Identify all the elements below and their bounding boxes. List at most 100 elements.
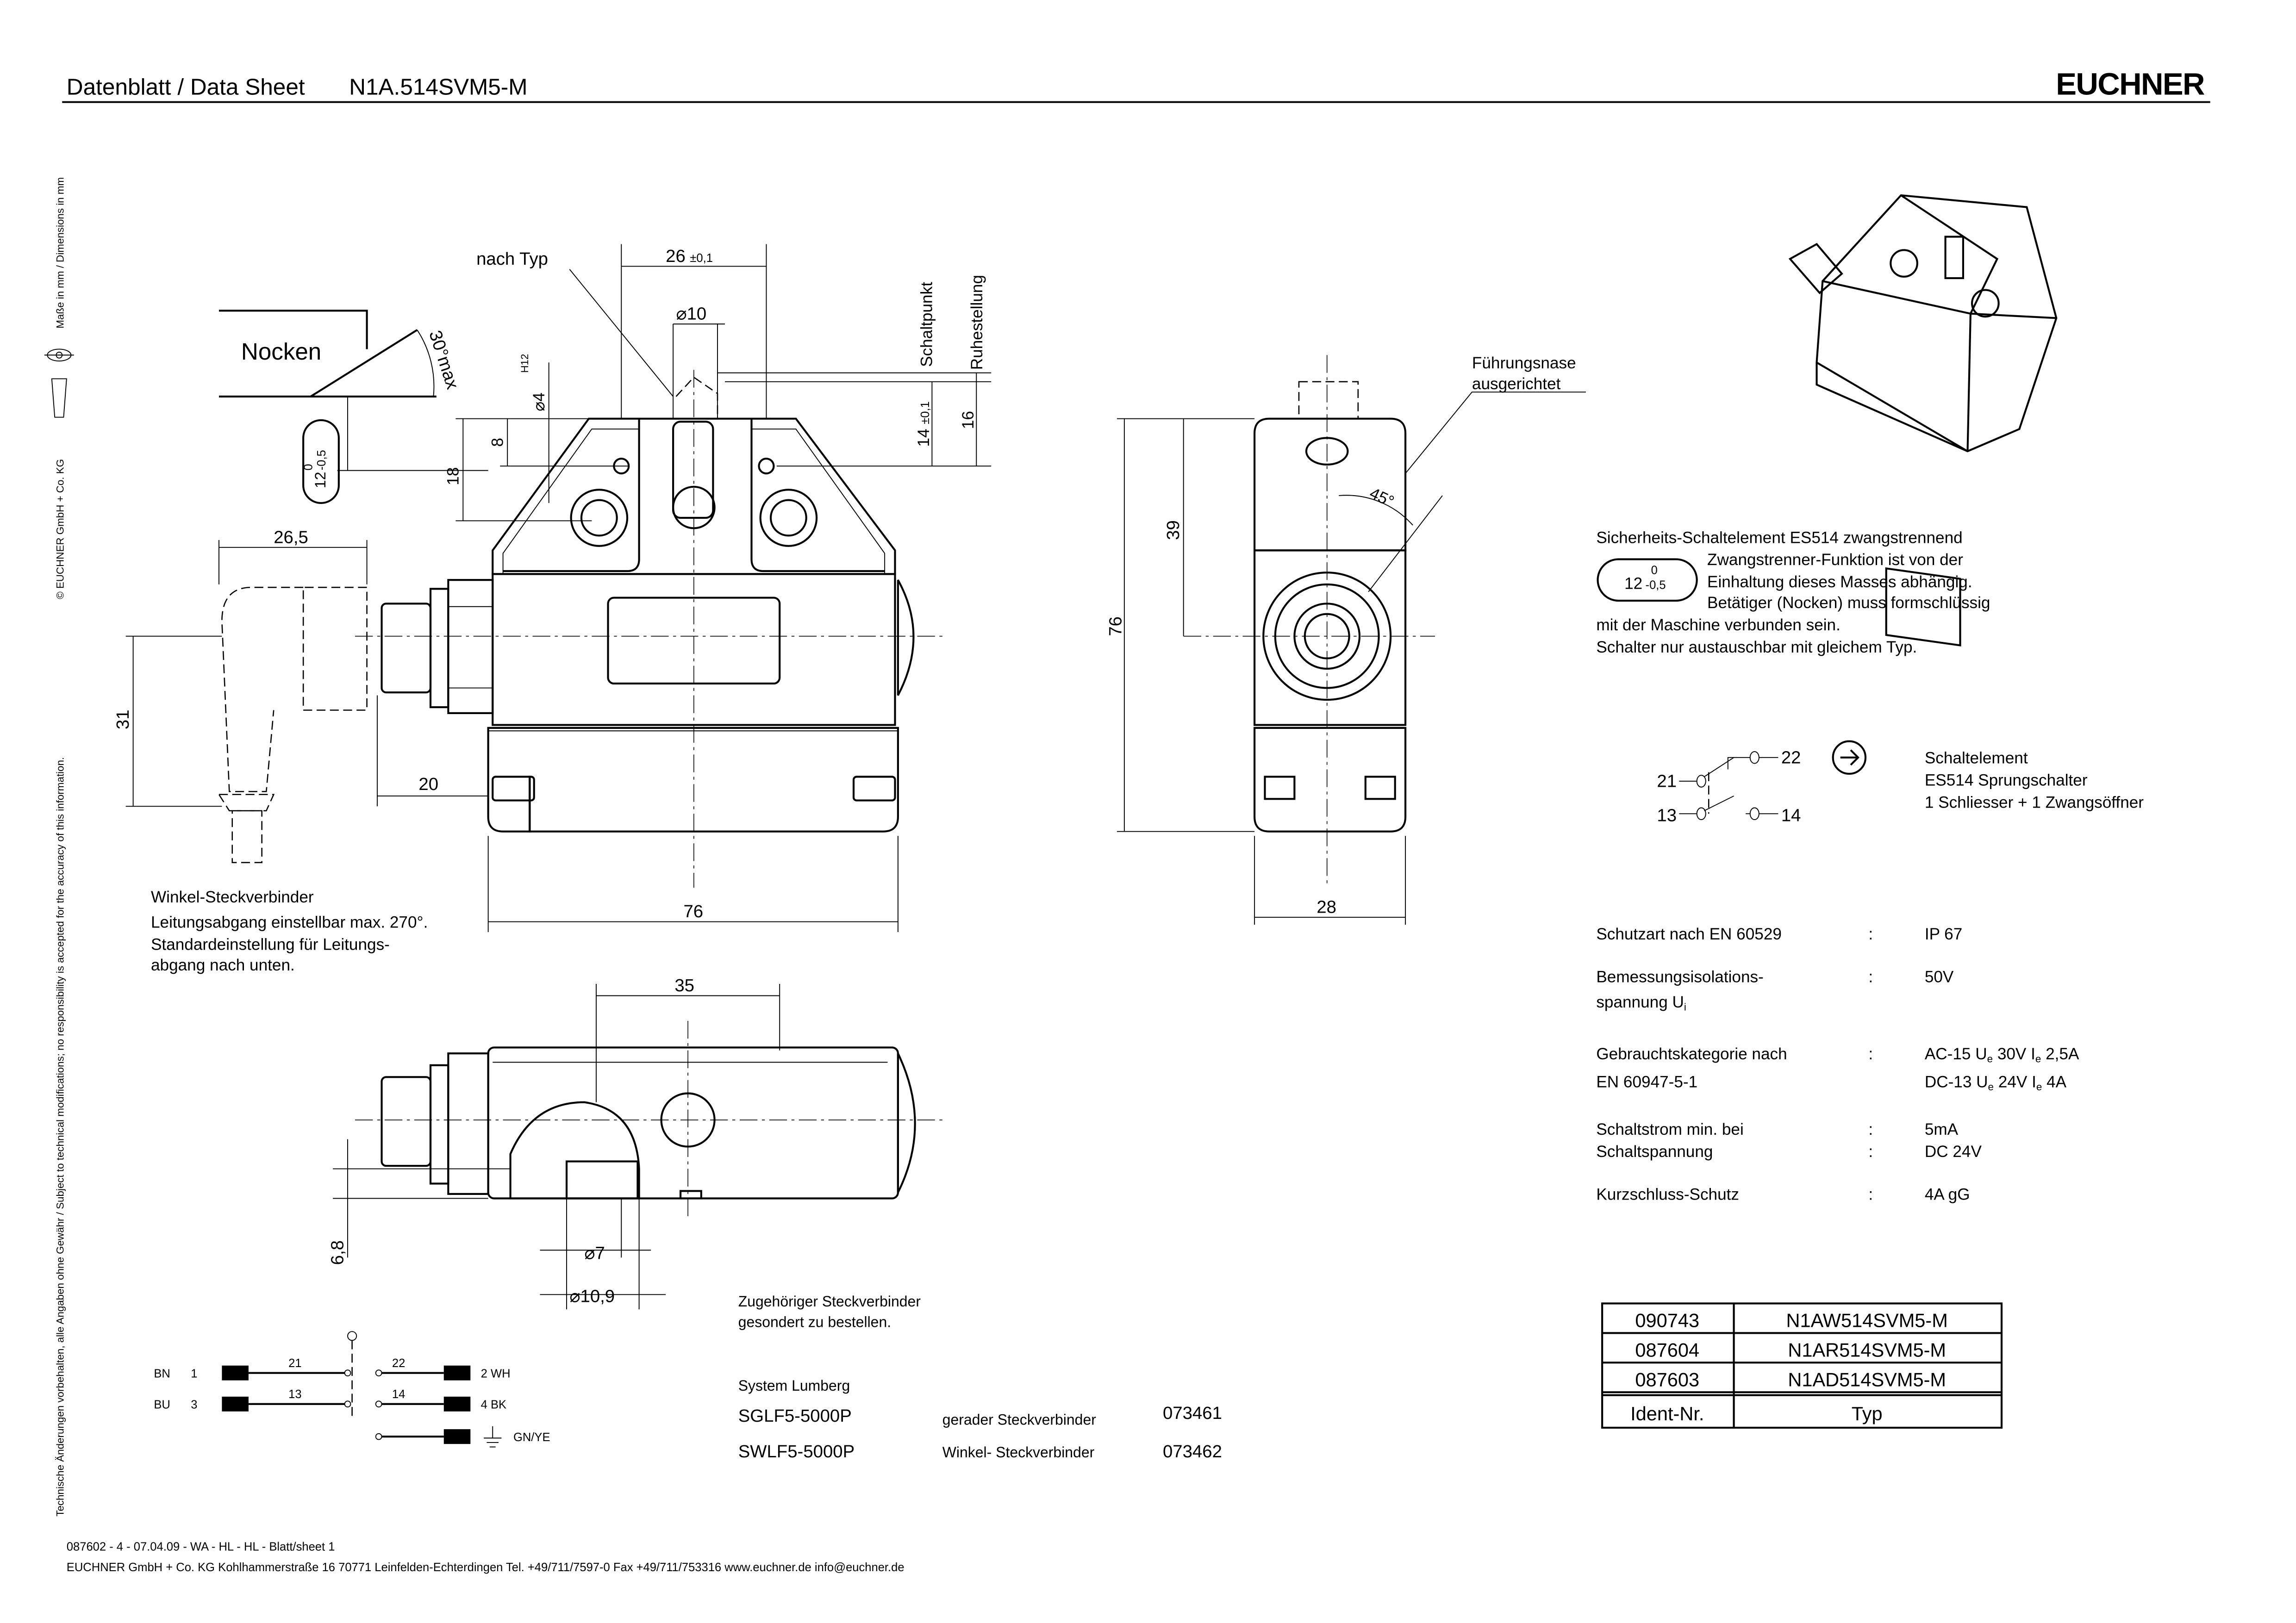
badge-value: 12 xyxy=(1624,574,1642,592)
spec-value-part: 4A xyxy=(2042,1073,2066,1091)
wiring-diagram-part xyxy=(443,1365,471,1380)
m12-connector-part xyxy=(447,579,494,714)
footer-address: EUCHNER GmbH + Co. KG Kohlhammerstraße 1… xyxy=(67,1561,905,1574)
front-view-part xyxy=(570,489,629,547)
product-3d-view-part xyxy=(1944,236,1965,280)
m12-connector-part xyxy=(381,603,432,694)
spec-label: EN 60947-5-1 xyxy=(1596,1073,1697,1091)
product-3d-view-part xyxy=(1822,280,2057,319)
header: Datenblatt / Data Sheet N1A.514SVM5-M EU… xyxy=(62,67,2210,103)
front-view-part xyxy=(492,776,535,802)
dim-d4-tol: H12 xyxy=(519,354,530,373)
copyright-text: © EUCHNER GmbH + Co. KG xyxy=(54,459,66,599)
wire-term: 13 xyxy=(288,1388,301,1401)
safety-title: Sicherheits-Schaltelement ES514 zwangstr… xyxy=(1596,529,1962,547)
cam-detail-part xyxy=(218,310,368,349)
spec-value: IP 67 xyxy=(1925,925,1962,943)
side-note: Technische Änderungen vorbehalten, alle … xyxy=(44,177,74,1517)
spec-label: Gebrauchtskategorie nach xyxy=(1596,1045,1787,1063)
terminal-14: 14 xyxy=(1781,805,1801,825)
front-view-part xyxy=(487,727,899,833)
spec-value: 4A gG xyxy=(1925,1186,1970,1204)
wiring-diagram: BN 1 BU 3 21 13 22 14 2 WH 4 BK GN/YE xyxy=(154,1331,550,1448)
typ-cell: N1AR514SVM5-M xyxy=(1788,1339,1946,1361)
bottom-view-part xyxy=(381,1076,432,1167)
safety-note-part: 12-0,5 xyxy=(1624,574,1666,592)
wire-term: 22 xyxy=(392,1357,405,1370)
spec-value: DC 24V xyxy=(1925,1143,1982,1161)
dim-76-front: 76 xyxy=(683,902,703,921)
terminal-22: 22 xyxy=(1781,748,1801,768)
spec-value: 5mA xyxy=(1925,1120,1959,1138)
front-view-part xyxy=(569,269,674,397)
spec-colon: : xyxy=(1868,1186,1873,1204)
safety-line: Schalter nur austauschbar mit gleichem T… xyxy=(1596,638,1917,656)
ground-icon xyxy=(484,1426,502,1448)
safety-line: Betätiger (Nocken) muss formschlüssig xyxy=(1707,594,1990,612)
safety-line: Zwangstrenner-Funktion ist von der xyxy=(1707,551,1963,569)
spec-value-part: 30V I xyxy=(1993,1045,2035,1063)
front-view-part: 14±0,1 xyxy=(915,401,933,447)
slot-tol: -0,5 xyxy=(315,450,328,470)
wire-pin: 1 xyxy=(191,1367,197,1380)
ident-table-part xyxy=(1601,1302,2003,1429)
front-view-part xyxy=(852,776,896,802)
wiring-diagram-part xyxy=(443,1429,471,1444)
terminal-21: 21 xyxy=(1657,771,1677,791)
wire-pin: 3 xyxy=(191,1398,197,1411)
spec-value-part: e xyxy=(2035,1053,2041,1064)
product-3d-view-part xyxy=(1816,194,2058,453)
bottom-view-part xyxy=(680,1190,702,1200)
dim-26-tol: ±0,1 xyxy=(690,252,713,265)
bottom-view-part xyxy=(447,1052,489,1195)
spec-value-part: e xyxy=(1988,1081,1994,1093)
angled-connector-outline-part xyxy=(221,586,304,792)
dim-d4: ⌀4 xyxy=(530,392,548,411)
dim-d10-9: ⌀10,9 xyxy=(569,1286,615,1306)
wire-term: 21 xyxy=(288,1357,301,1370)
dim-8: 8 xyxy=(489,438,507,447)
connector-note: Winkel-Steckverbinder Leitungsabgang ein… xyxy=(151,888,428,974)
rear-knob xyxy=(897,579,915,696)
wiring-diagram-part xyxy=(344,1369,351,1377)
ident-cell: 090743 xyxy=(1635,1310,1699,1331)
contact-symbol-part xyxy=(1727,757,1750,770)
angle-45: 45° xyxy=(1367,484,1397,511)
wire-color: BN xyxy=(154,1367,170,1380)
side-view: 76 39 28 45° Führungsnase ausgerichtet xyxy=(1105,354,1586,925)
ruhestellung-label: Ruhestellung xyxy=(968,275,986,370)
bottom-view-part xyxy=(487,1046,899,1200)
wire-color: BU xyxy=(154,1398,170,1411)
spec-label: Schutzart nach EN 60529 xyxy=(1596,925,1782,943)
units-text: Maße in mm / Dimensions in mm xyxy=(54,177,66,329)
accessory-type: SGLF5-5000P xyxy=(738,1406,852,1426)
product-3d-view-part xyxy=(1788,243,1843,294)
wiring-diagram-part xyxy=(222,1365,249,1380)
positive-opening-icon xyxy=(1832,740,1867,775)
accessory-system: System Lumberg xyxy=(738,1377,850,1394)
header-product: N1A.514SVM5-M xyxy=(349,75,527,100)
product-3d-view-part xyxy=(1966,313,1972,452)
spec-colon: : xyxy=(1868,1045,1873,1063)
positive-opening-icon-part xyxy=(1850,749,1859,766)
dim-14: 14 xyxy=(915,429,933,447)
euchner-logo: EUCHNER xyxy=(2056,67,2205,102)
dim-16: 16 xyxy=(959,411,977,429)
terminal-13: 13 xyxy=(1657,805,1677,825)
spec-list-part: spannung Ui xyxy=(1596,993,1686,1013)
product-3d-view xyxy=(1788,194,2058,647)
accessory-note: gesondert zu bestellen. xyxy=(738,1314,891,1331)
bottom-view-part xyxy=(429,1064,449,1185)
angled-connector-outline: 26,5 31 Winkel-Steckverbinder Leitungsab… xyxy=(113,527,428,974)
accessory-ident: 073461 xyxy=(1163,1403,1222,1423)
spec-colon: : xyxy=(1868,925,1873,943)
cam-detail-part xyxy=(310,329,418,398)
spec-label: Schaltspannung xyxy=(1596,1143,1713,1161)
spec-colon: : xyxy=(1868,968,1873,986)
accessory-type: SWLF5-5000P xyxy=(738,1442,855,1461)
product-3d-view-part xyxy=(1885,567,1961,647)
ident-cell: 087604 xyxy=(1635,1339,1699,1361)
dim-d7: ⌀7 xyxy=(584,1244,605,1263)
footer-doc-info: 087602 - 4 - 07.04.09 - WA - HL - HL - B… xyxy=(67,1540,335,1553)
contact-symbol: 21 22 13 14 Schaltelement ES514 Sprungsc… xyxy=(1657,740,2144,825)
